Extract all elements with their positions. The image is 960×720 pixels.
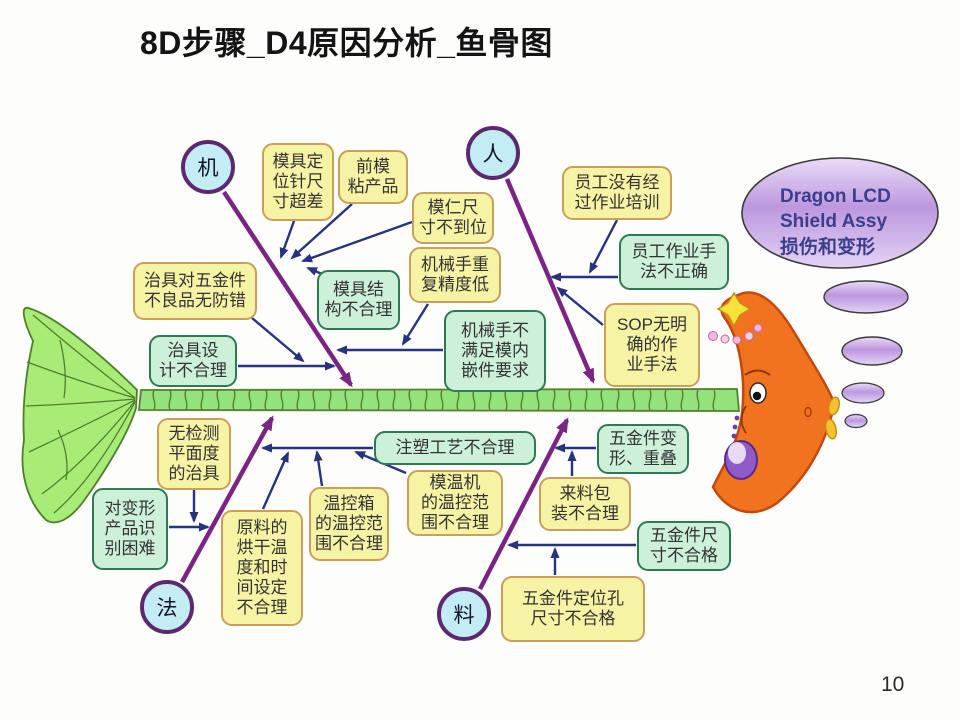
cause-box-robot-insert-requirement: 机械手不 满足模内 嵌件要求: [444, 310, 546, 392]
cause-arrow: [313, 450, 324, 487]
spine-segment-line: [584, 389, 588, 411]
thought-bubble: [741, 157, 939, 429]
cause-box-front-mold-sticking: 前模 粘产品: [338, 150, 408, 204]
spine-segment-line: [712, 389, 716, 411]
cause-box-mold-positioning-pin: 模具定 位针尺 寸超差: [262, 143, 334, 221]
spine-segment-line: [168, 389, 172, 411]
spine-segment-line: [312, 389, 316, 411]
page-title: 8D步骤_D4原因分析_鱼骨图: [140, 25, 553, 61]
fish-tail: [21, 307, 138, 524]
spine-segment-line: [296, 389, 300, 411]
spine-segment-line: [280, 389, 284, 411]
spine-segment-line: [680, 389, 684, 411]
cause-box-hardware-dimension: 五金件尺 寸不合格: [637, 521, 731, 571]
spine-segment-line: [408, 389, 412, 411]
cause-box-jig-no-poka-yoke: 治具对五金件 不良品无防错: [133, 262, 257, 320]
spine-segment-line: [568, 389, 572, 411]
cause-box-jig-design: 治具设 计不合理: [149, 335, 237, 387]
cause-box-mold-core-dimension: 模仁尺 寸不到位: [412, 192, 494, 244]
cause-box-no-flatness-jig: 无检测 平面度 的治具: [157, 418, 231, 490]
cause-box-no-training: 员工没有经 过作业培训: [562, 166, 672, 220]
spine-segment-line: [600, 389, 604, 411]
head-bubbles-decoration: [708, 323, 763, 345]
cause-arrow: [261, 451, 290, 510]
cause-box-hardware-deform-overlap: 五金件变 形、重叠: [597, 424, 689, 474]
category-circle-method: 法: [140, 580, 194, 634]
spine-segment-line: [664, 389, 668, 411]
spine-segment-line: [440, 389, 444, 411]
spine-segment-line: [328, 389, 332, 411]
spine-segment-line: [248, 389, 252, 411]
pendant-decoration: [724, 415, 758, 480]
spine-segment-line: [536, 389, 540, 411]
spine-segment-line: [424, 389, 428, 411]
thought-bubble-trail: [823, 280, 909, 429]
spine-segment-line: [216, 389, 220, 411]
cause-box-deform-identify: 对变形 产品识 别困难: [92, 488, 168, 570]
cause-box-mold-temp-machine: 模温机 的温控范 围不合理: [407, 470, 503, 536]
effect-bubble-text: Dragon LCD Shield Assy 损伤和变形: [780, 186, 891, 258]
page-number: 10: [881, 673, 905, 696]
cause-box-wrong-method: 员工作业手 法不正确: [619, 234, 729, 290]
fish-pupil: [752, 391, 762, 401]
fish-nostril: [804, 406, 812, 418]
cause-box-robot-repeat-accuracy: 机械手重 复精度低: [409, 247, 501, 303]
spine-segment-line: [392, 389, 396, 411]
spine-segment-line: [616, 389, 620, 411]
category-circle-man: 人: [466, 126, 520, 180]
cause-box-temp-box-range: 温控箱 的温控范 围不合理: [309, 487, 389, 561]
fish-gill-line: [740, 405, 747, 434]
fish-spine: [138, 388, 740, 412]
spine-segment-line: [360, 389, 364, 411]
spine-segment-line: [200, 389, 204, 411]
spine-segment-line: [696, 389, 700, 411]
cause-arrow: [290, 203, 353, 260]
cause-box-packaging: 来料包 装不合理: [539, 477, 631, 531]
spine-segment-line: [552, 389, 556, 411]
fish-eyebrow: [744, 369, 771, 376]
fish-lip-upper: [827, 396, 841, 416]
fish-head: [708, 291, 841, 514]
branch-method-arrow: [180, 415, 274, 584]
machine-cause-arrows: [238, 203, 443, 371]
spine-segment-line: [376, 389, 380, 411]
cause-box-injection-process: 注塑工艺不合理: [374, 431, 536, 465]
spine-segment-line: [344, 389, 348, 411]
category-circle-machine: 机: [181, 140, 235, 194]
cause-arrow: [401, 303, 430, 346]
cause-arrow: [301, 220, 413, 263]
spine-segment-line: [632, 389, 636, 411]
cause-box-mold-structure: 模具结 构不合理: [317, 270, 400, 330]
spine-segment-line: [232, 389, 236, 411]
cause-arrow: [556, 286, 604, 326]
spine-segment-line: [152, 389, 156, 411]
spine-segment-line: [648, 389, 652, 411]
cause-arrow: [251, 317, 305, 363]
branch-machine-arrow: [222, 190, 353, 388]
cause-arrow: [279, 220, 296, 259]
cause-box-drying-setting: 原料的 烘干温 度和时 间设定 不合理: [221, 510, 303, 626]
material-cause-arrows: [507, 443, 636, 575]
spine-segment-line: [184, 389, 188, 411]
category-circle-material: 料: [437, 587, 491, 641]
star-decoration: [716, 291, 752, 328]
cause-arrow: [588, 219, 619, 274]
cause-box-hardware-hole: 五金件定位孔 尺寸不合格: [501, 576, 645, 642]
cause-box-sop-unclear: SOP无明 确的作 业手法: [604, 303, 700, 387]
spine-segment-line: [264, 389, 268, 411]
fish-lip-lower: [824, 418, 838, 440]
man-cause-arrows: [550, 219, 619, 326]
branch-material-arrow: [477, 417, 570, 591]
